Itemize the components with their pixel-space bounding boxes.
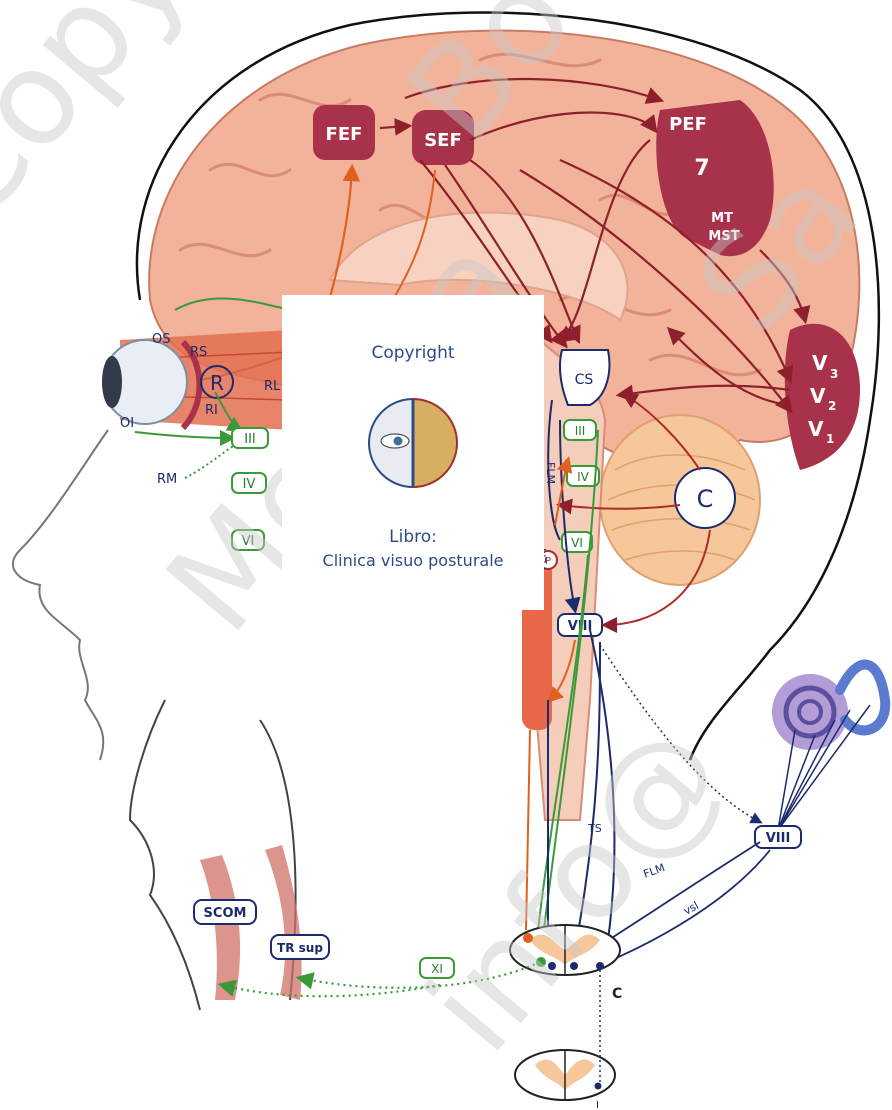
v3-label: V [812,351,828,375]
fef-label: FEF [326,124,363,145]
v3-sub: 3 [830,367,838,381]
vsl-label: vsl [681,899,701,918]
scom-label: SCOM [204,906,247,921]
pef-number: 7 [694,156,709,181]
spinal-t-label: I [596,1100,599,1110]
ri-label: RI [205,403,218,418]
rs-label: RS [190,345,207,360]
copyright-box: Copyright Libro: Clinica visuo posturale [282,295,544,610]
rm-label: RM [157,472,177,487]
tr-sup-label: TR sup [277,941,323,955]
copyright-title: Copyright [282,343,544,363]
cs-label: CS [575,372,594,388]
copyright-line-1: Libro: [282,527,544,547]
neck-figure [130,700,200,1010]
scom-muscle [200,855,240,1000]
spinal-c-label: C [612,986,622,1002]
v2-label: V [810,384,826,408]
cn-vi-label: VI [571,536,583,550]
c-label: C [697,485,714,513]
pef-label: PEF [669,114,707,135]
cn-viii-label-ear: VIII [766,831,791,846]
trapezius-muscle [265,845,302,1000]
oi-label: OI [120,416,134,431]
cn-iv-label: IV [577,470,590,484]
cn-iii-label: III [575,424,586,438]
rl-label: RL [264,379,281,394]
flm-label-1: FLM [544,462,557,484]
v1-label: V [808,417,824,441]
face-profile [13,430,108,760]
copyright-line-2: Clinica visuo posturale [282,551,544,570]
os-label: OS [152,332,170,347]
v1-sub: 1 [826,432,834,446]
r-label: R [210,371,224,395]
v2-sub: 2 [828,399,836,413]
book-logo [365,395,461,491]
